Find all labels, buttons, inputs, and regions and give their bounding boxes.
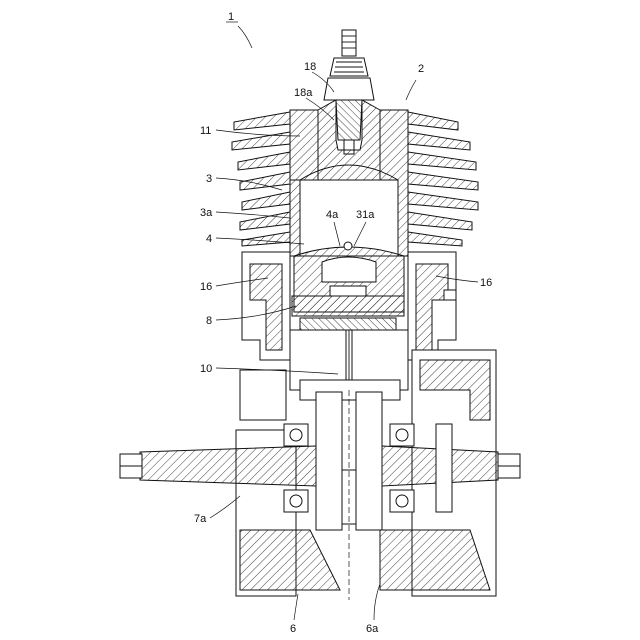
- label-3: 3: [206, 173, 212, 185]
- label-16-left: 16: [200, 281, 212, 293]
- label-31a: 31a: [356, 209, 375, 221]
- label-18a: 18a: [294, 87, 313, 99]
- label-4a: 4a: [326, 209, 339, 221]
- label-8: 8: [206, 315, 212, 327]
- label-4: 4: [206, 233, 212, 245]
- label-16-right: 16: [480, 277, 492, 289]
- label-6: 6: [290, 623, 296, 635]
- label-6a: 6a: [366, 623, 379, 635]
- label-3a: 3a: [200, 207, 213, 219]
- label-10: 10: [200, 363, 212, 375]
- label-1: 1: [228, 11, 234, 23]
- label-11: 11: [200, 125, 211, 137]
- connecting-rod: [290, 296, 408, 390]
- label-7a: 7a: [194, 513, 207, 525]
- label-2: 2: [418, 63, 424, 75]
- label-18: 18: [304, 61, 316, 73]
